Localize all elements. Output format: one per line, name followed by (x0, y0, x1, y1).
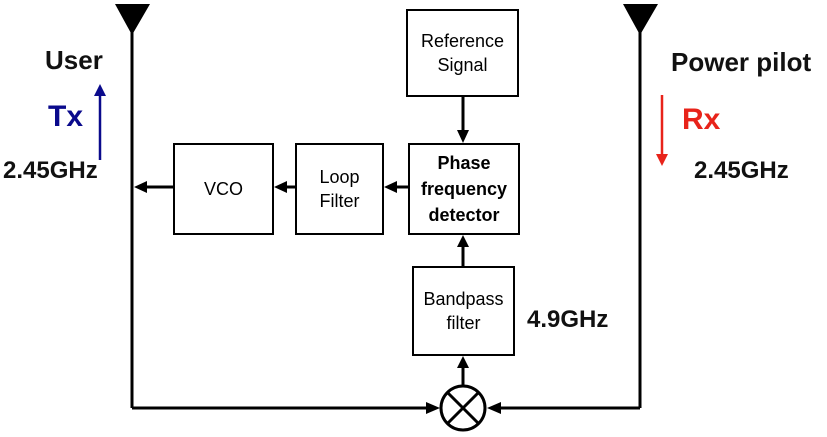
phase-frequency-detector-block: Phase frequency detector (408, 143, 520, 235)
rx-down-arrow-icon (656, 95, 668, 166)
vco-label: VCO (203, 179, 243, 199)
power-pilot-label: Power pilot (671, 47, 812, 77)
vco-block: VCO (173, 143, 274, 235)
right-antenna-icon (623, 4, 658, 408)
tx-label: Tx (48, 100, 84, 133)
bandpass-filter-block: Bandpass filter (412, 266, 515, 356)
right-to-mixer-wire (487, 402, 640, 414)
pfd-label: Phase frequency detector (420, 153, 508, 225)
bandpass-to-pfd-arrow (457, 235, 469, 266)
mixer-icon (439, 384, 487, 432)
loop-filter-block: Loop Filter (295, 143, 384, 235)
reference-signal-block: Reference Signal (406, 9, 519, 97)
pfd-to-loop-arrow (384, 181, 408, 193)
bandpass-filter-label: Bandpass filter (423, 289, 504, 333)
rx-label: Rx (682, 103, 721, 136)
loop-filter-label: Loop Filter (319, 167, 360, 211)
reference-to-pfd-arrow (457, 97, 469, 143)
bandpass-frequency-label: 4.9GHz (527, 306, 609, 333)
tx-frequency-label: 2.45GHz (3, 157, 98, 184)
loop-to-vco-arrow (274, 181, 295, 193)
left-antenna-icon (115, 4, 150, 408)
rx-frequency-label: 2.45GHz (694, 157, 789, 184)
left-to-mixer-wire (132, 402, 440, 414)
mixer-to-bandpass-arrow (457, 356, 469, 386)
reference-signal-label: Reference Signal (420, 31, 505, 75)
vco-to-antenna-arrow (134, 181, 173, 193)
tx-up-arrow-icon (94, 84, 106, 160)
user-label: User (45, 45, 103, 75)
